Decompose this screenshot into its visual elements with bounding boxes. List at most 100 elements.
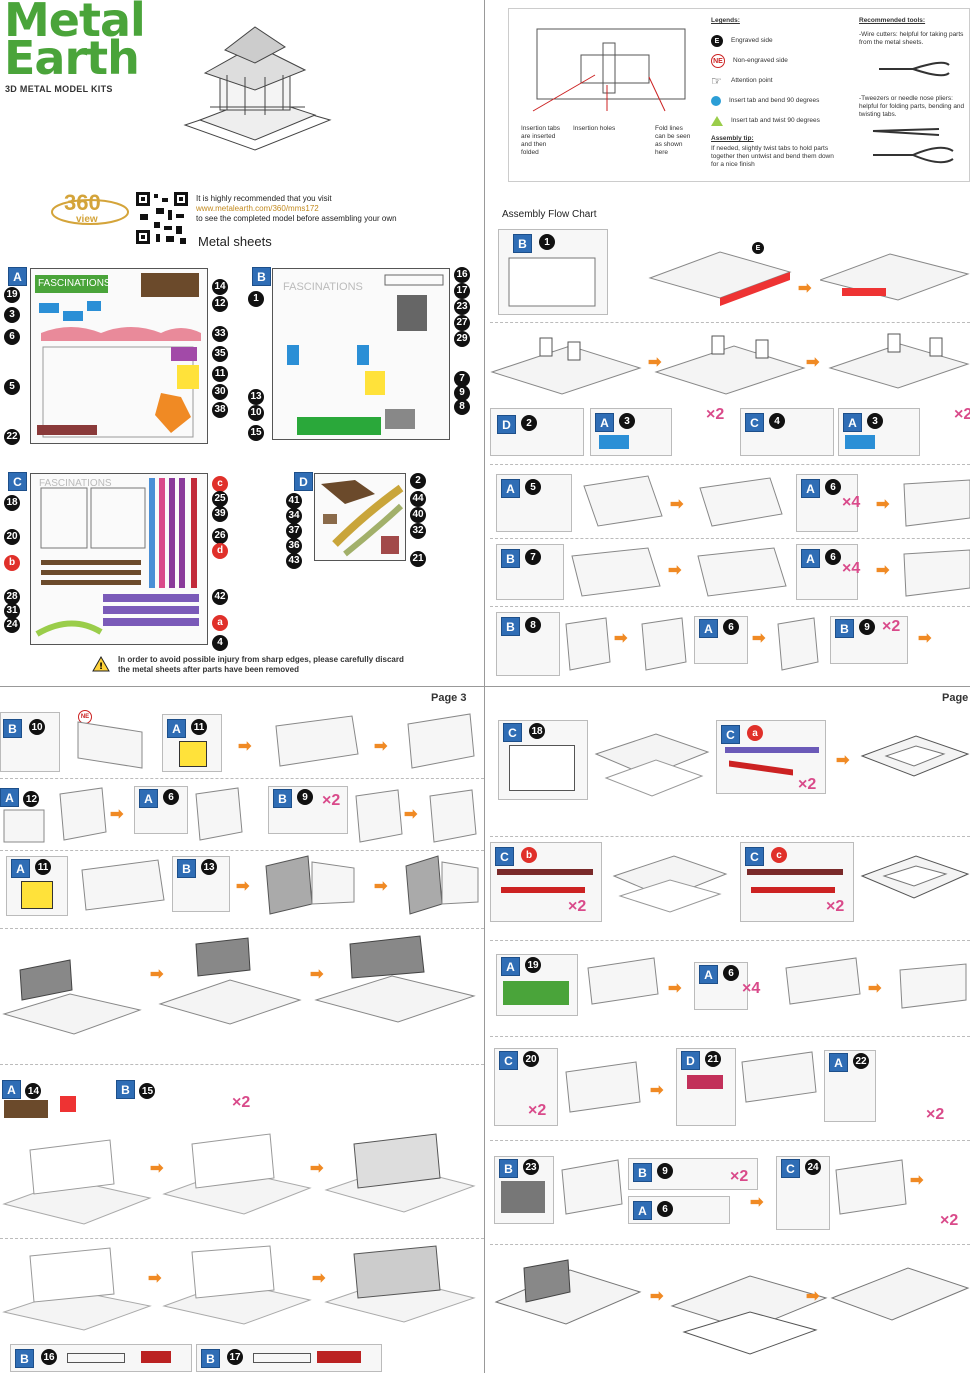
step-a11-panel: A 11 (162, 714, 222, 772)
step-number: 8 (525, 617, 541, 633)
step5-result (699, 477, 783, 527)
arrow-icon: ➡ (798, 280, 812, 297)
step-number: 10 (29, 719, 45, 735)
arrow-icon: ➡ (150, 966, 164, 983)
part-number: 33 (212, 325, 228, 342)
part-letter: a (212, 614, 228, 631)
step-number: 3 (867, 413, 883, 429)
part-number: 12 (212, 295, 228, 312)
sheet-a: FASCINATIONS (30, 268, 208, 444)
step-number: 11 (35, 859, 51, 875)
step-sheet: A (501, 957, 520, 976)
step-number: 21 (705, 1051, 721, 1067)
page-3-label: Page 3 (431, 692, 467, 704)
row-separator (490, 606, 970, 607)
multiplier: ×4 (842, 560, 861, 577)
step12-illustration (59, 787, 107, 841)
step-number: 7 (525, 549, 541, 565)
sheet-c-brand: FASCINATIONS (39, 478, 112, 489)
brand-earth: Earth (4, 31, 140, 85)
warning-icon: ! (92, 656, 110, 672)
red-arch-part (687, 1075, 723, 1089)
step-sheet: A (501, 479, 520, 498)
step-a11b-panel: A 11 (6, 856, 68, 916)
part-number: 39 (212, 505, 228, 522)
legend-panel: Insertion tabs are inserted and then fol… (508, 8, 970, 182)
step-sheet: C (495, 847, 514, 866)
arrow-icon: ➡ (752, 630, 766, 647)
step-a6f-panel: A 6 (628, 1196, 730, 1224)
step-a6-panel: A 6 (796, 474, 858, 532)
part-number: 16 (454, 266, 470, 283)
view-360-url[interactable]: www.metalearth.com/360/mms172 (196, 204, 319, 213)
step-sheet: A (801, 479, 820, 498)
red-strip (729, 760, 793, 776)
blue-part (599, 435, 629, 449)
arrow-icon: ➡ (650, 1082, 664, 1099)
step-number: 11 (191, 719, 207, 735)
view-360-number: 360 (64, 190, 101, 215)
part-number: 26 (212, 527, 228, 544)
part-number: 13 (248, 388, 264, 405)
row-separator (490, 1244, 970, 1245)
multiplier: ×2 (954, 406, 970, 423)
tools-title: Recommended tools: (859, 17, 926, 24)
step-sheet: A (139, 789, 158, 808)
sheet-c: FASCINATIONS (30, 473, 208, 645)
part-number: 31 (4, 602, 20, 619)
part-number: 18 (4, 494, 20, 511)
step-number: 15 (139, 1083, 156, 1099)
part-number: 32 (410, 522, 426, 539)
tool-wire-cutters: -Wire cutters: helpful for taking parts … (859, 31, 964, 46)
diagram-label-holes: Insertion holes (573, 125, 616, 132)
row-separator (490, 1036, 970, 1037)
step23-illustration (561, 1159, 623, 1215)
step2-illustration-row (490, 333, 970, 395)
arrow-icon: ➡ (236, 878, 250, 895)
arrow-icon: ➡ (148, 1270, 162, 1287)
step-a22-panel: A 22 (824, 1050, 876, 1122)
brown-strip (747, 869, 843, 875)
tool-tweezers: -Tweezers or needle nose pliers: helpful… (859, 95, 965, 118)
step-number: 9 (657, 1163, 673, 1179)
sheet-d-left-numbers: 41 34 37 36 43 (286, 490, 306, 569)
diagram-label-fold: Fold lines can be seen as shown here (655, 125, 691, 156)
part-number: 24 (4, 616, 20, 633)
arrow-icon: ➡ (150, 1160, 164, 1177)
tip-title: Assembly tip: (711, 135, 754, 142)
step21-illustration (741, 1051, 817, 1103)
step-b17-panel: B 17 (196, 1344, 382, 1372)
view-360-badge: 360 view (48, 190, 130, 228)
step-letter: b (521, 847, 537, 863)
step-a19-panel: A 19 (496, 954, 578, 1016)
part-number: 23 (454, 298, 470, 315)
step-c20-panel: C 20 (494, 1048, 558, 1126)
step8-mid (777, 617, 819, 671)
step-sheet: B (177, 859, 196, 878)
step10-illustration (77, 721, 143, 769)
part-number: 19 (4, 286, 20, 303)
part-number: 2 (410, 472, 426, 489)
part-number: 25 (212, 490, 228, 507)
step-sheet: A (699, 965, 718, 984)
step-number: 16 (41, 1349, 57, 1365)
grey-plate (501, 1181, 545, 1213)
arrow-icon: ➡ (670, 496, 684, 513)
arrow-icon: ➡ (806, 1288, 820, 1305)
view-360-text: It is highly recommended that you visit … (196, 194, 456, 224)
brown-strip (497, 869, 593, 875)
qr-code-icon[interactable] (134, 190, 190, 246)
step-d2-panel: D 2 (490, 408, 584, 456)
step11-result (275, 715, 359, 767)
part-number: 42 (212, 588, 228, 605)
part-number: 30 (212, 383, 228, 400)
step11-final (407, 713, 475, 769)
step-sheet: A (595, 413, 614, 432)
step13-result (405, 855, 479, 915)
part-number: 43 (286, 552, 302, 569)
step-sheet: A (2, 1080, 21, 1099)
legend-title: Legends: (711, 17, 740, 24)
arrow-icon: ➡ (668, 562, 682, 579)
legend-twist: Insert tab and twist 90 degrees (731, 117, 820, 124)
step-b9-panel: B 9 (830, 616, 908, 664)
